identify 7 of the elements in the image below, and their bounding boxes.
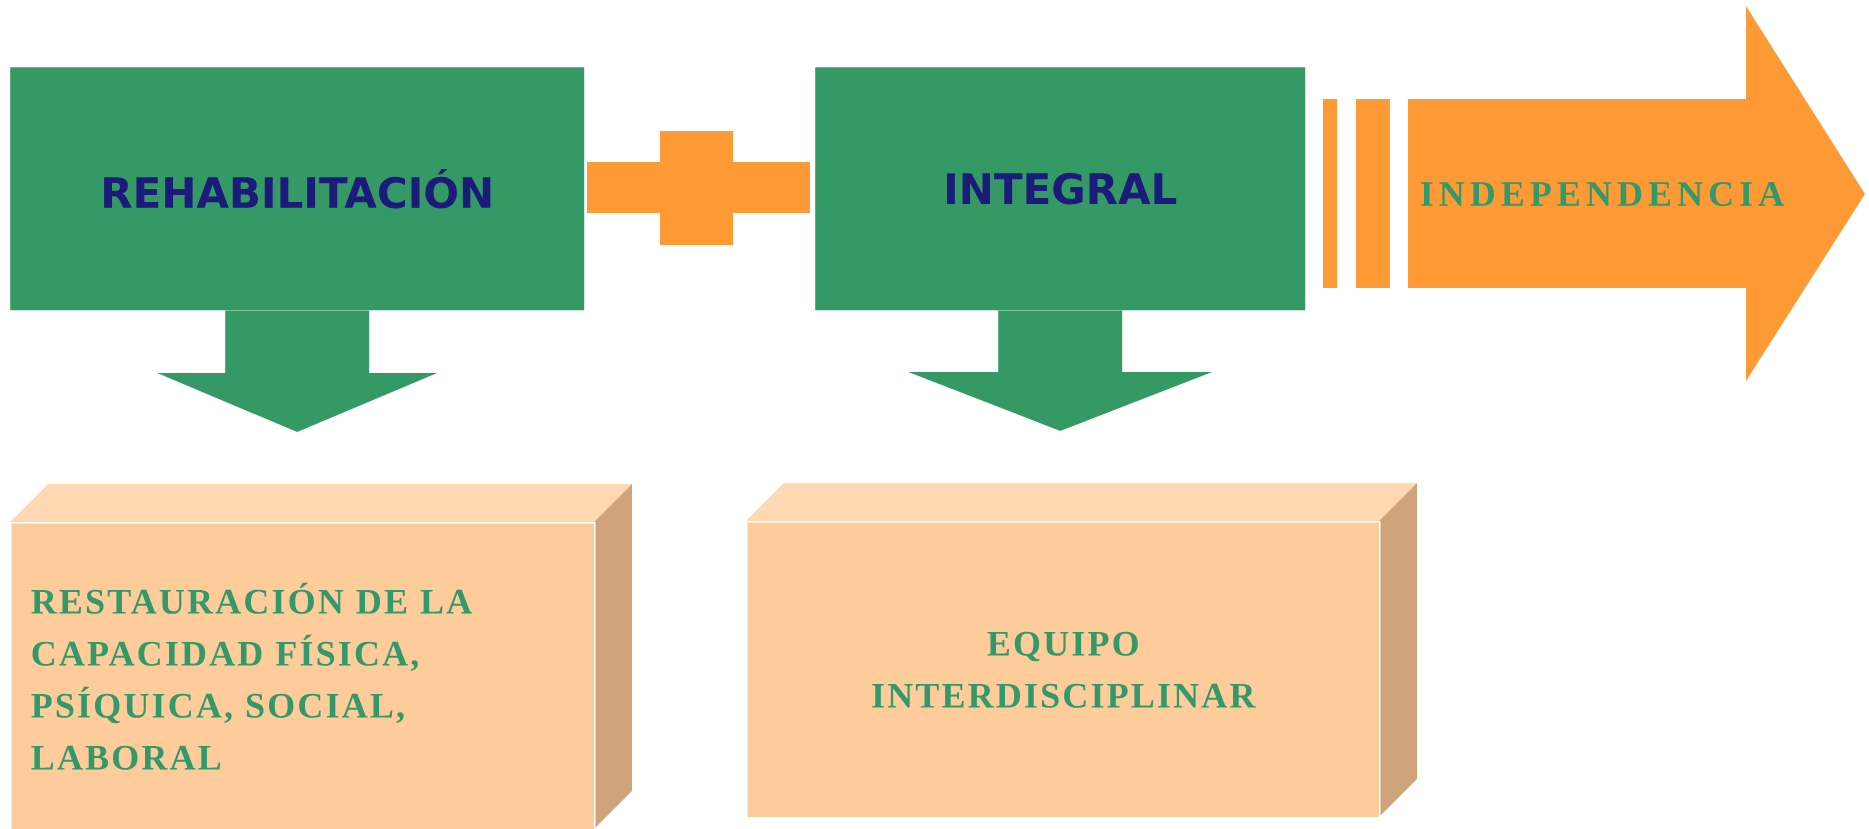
block-arrow xyxy=(908,310,1213,431)
plus-sign xyxy=(587,131,810,245)
crate-box: RESTAURACIÓN DE LA CAPACIDAD FÍSICA, PSÍQUICA, SOCIAL, LABORAL xyxy=(10,484,632,829)
process-box: REHABILITACIÓN xyxy=(10,67,585,311)
crate-box: EQUIPO INTERDISCIPLINAR xyxy=(746,483,1417,819)
process-box: INTEGRAL xyxy=(815,67,1306,311)
block-arrow xyxy=(157,310,438,432)
